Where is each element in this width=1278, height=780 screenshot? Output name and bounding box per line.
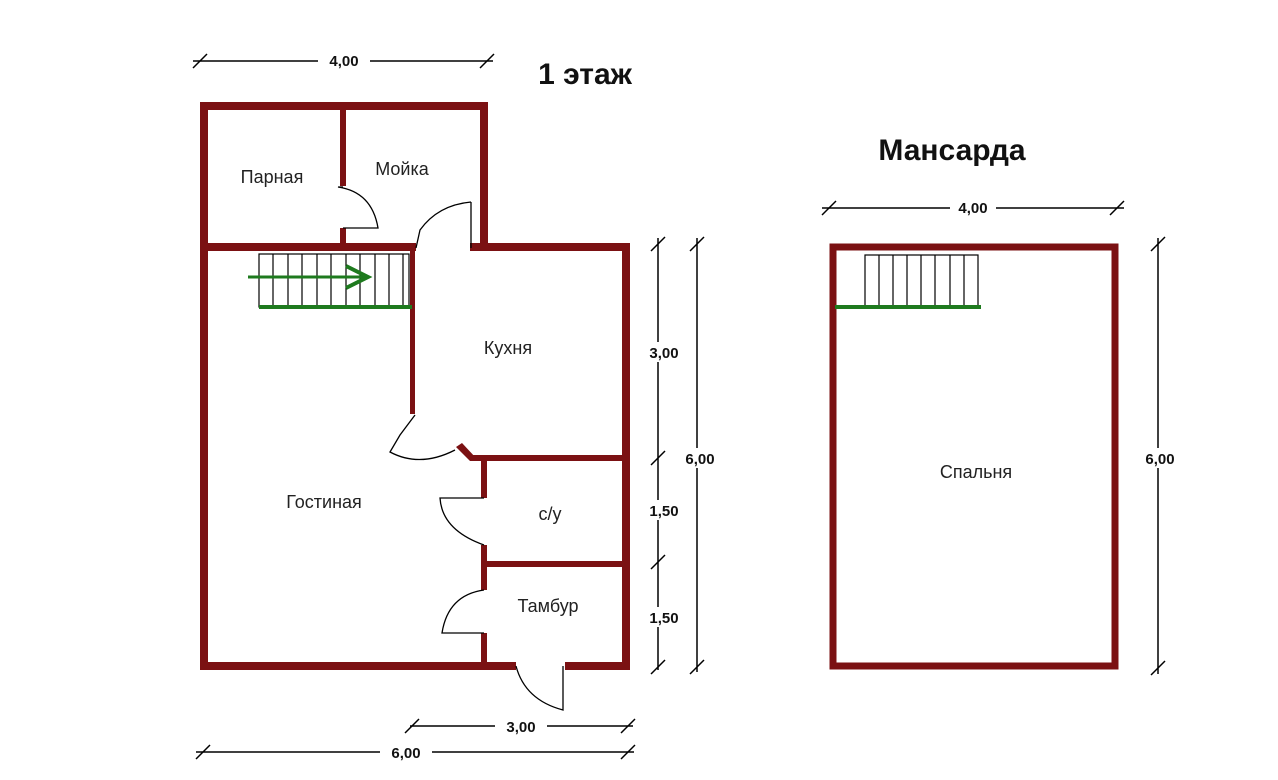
room-kukhnya: Кухня	[484, 338, 532, 358]
attic-dimension-top: 4,00	[821, 199, 1125, 217]
room-su: с/у	[538, 504, 561, 524]
stairs-up-arrow-icon	[248, 264, 373, 290]
dimension-bottom: 3,00 6,00	[195, 717, 636, 762]
floor1-stairs	[248, 253, 412, 309]
svg-text:4,00: 4,00	[329, 53, 358, 70]
room-spalnya: Спальня	[940, 462, 1012, 482]
dimension-top: 4,00	[192, 52, 495, 70]
floor1-title: 1 этаж	[538, 58, 633, 91]
attic-stairs	[835, 254, 981, 309]
room-moika: Мойка	[375, 159, 430, 179]
floor1-doors	[337, 186, 564, 711]
attic-title: Мансарда	[878, 134, 1026, 167]
floor1-walls	[200, 102, 630, 670]
room-parnaya: Парная	[241, 167, 304, 187]
svg-text:3,00: 3,00	[649, 345, 678, 362]
svg-text:4,00: 4,00	[958, 200, 987, 217]
svg-text:3,00: 3,00	[506, 719, 535, 736]
attic-dimension-right: 6,00	[1140, 236, 1182, 676]
svg-text:6,00: 6,00	[685, 451, 714, 468]
attic-walls	[829, 243, 1119, 670]
door-parnaya	[337, 186, 379, 229]
dimension-right: 3,00 1,50 1,50 6,00	[640, 236, 720, 675]
svg-text:1,50: 1,50	[649, 503, 678, 520]
svg-text:1,50: 1,50	[649, 610, 678, 627]
svg-text:6,00: 6,00	[391, 745, 420, 762]
svg-text:6,00: 6,00	[1145, 451, 1174, 468]
room-gostinaya: Гостиная	[286, 492, 362, 512]
room-tambur: Тамбур	[517, 596, 578, 616]
